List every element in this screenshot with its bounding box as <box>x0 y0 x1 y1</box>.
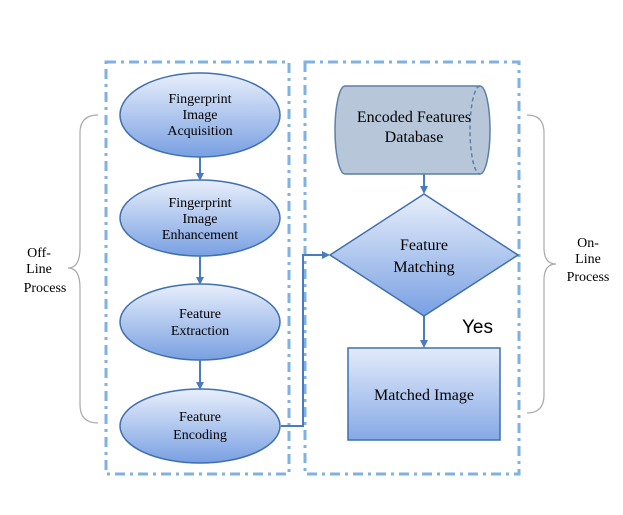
offline-group-border <box>104 60 291 476</box>
arrow-encoding-to-matching <box>281 251 330 427</box>
offline-side-label-line: Line <box>26 262 52 277</box>
node-text-line: Encoding <box>173 428 227 443</box>
node-text-line: Feature <box>179 410 221 425</box>
decision-label-line: Feature <box>400 237 448 254</box>
database-label-line: Encoded Features <box>357 109 471 126</box>
offline-brace <box>67 114 99 424</box>
node-text-line: Fingerprint <box>169 92 232 107</box>
decision-feature-matching: Feature Matching <box>328 193 520 317</box>
online-side-label-line: Process <box>567 270 610 285</box>
online-side-label-line: On- <box>577 236 599 251</box>
node-image-acquisition: Fingerprint Image Acquisition <box>119 72 281 158</box>
node-feature-extraction: Feature Extraction <box>119 283 281 361</box>
online-side-label: On- Line Process <box>567 236 610 285</box>
node-image-enhancement: Fingerprint Image Enhancement <box>119 179 281 257</box>
node-text-line: Acquisition <box>167 124 232 139</box>
node-text-line: Enhancement <box>162 228 238 243</box>
offline-side-label: Off- Line Process <box>24 246 67 296</box>
decision-label-line: Matching <box>393 259 454 276</box>
offline-side-label-line: Process <box>24 281 67 296</box>
online-brace <box>526 114 557 414</box>
database-label-line: Database <box>385 129 444 146</box>
result-label: Matched Image <box>374 387 474 404</box>
database-shape: Encoded Features Database <box>334 85 491 175</box>
online-side-label-line: Line <box>575 252 601 267</box>
offline-side-label-line: Off- <box>27 246 51 261</box>
node-text-line: Image <box>183 108 218 123</box>
node-text-line: Extraction <box>171 324 229 339</box>
node-text-line: Image <box>183 212 218 227</box>
yes-label: Yes <box>462 317 493 338</box>
result-matched-image: Matched Image <box>347 347 501 441</box>
node-text-line: Fingerprint <box>169 196 232 211</box>
online-group-border <box>303 60 521 476</box>
node-text-line: Feature <box>179 307 221 322</box>
node-feature-encoding: Feature Encoding <box>119 388 281 464</box>
